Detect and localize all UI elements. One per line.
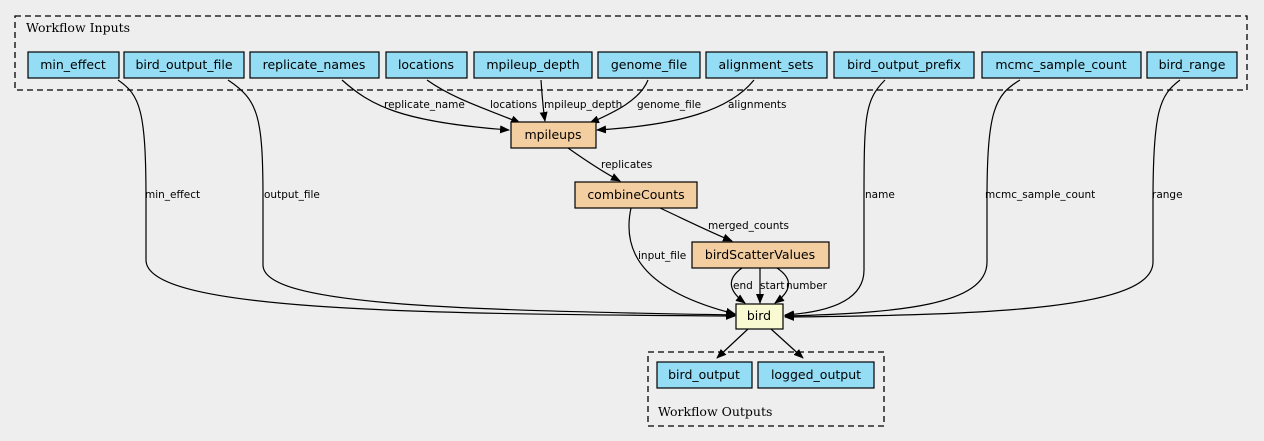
edge-mpileups-to-combinecounts [567,147,621,182]
edge-label-genome-file: genome_file [637,99,701,111]
input-node-bird-range[interactable]: bird_range [1146,51,1238,79]
step-label-bird: bird [747,308,771,323]
input-label-locations: locations [398,57,454,72]
step-label-mpileups: mpileups [524,127,581,142]
input-label-mpileup-depth: mpileup_depth [486,57,579,72]
workflow-inputs-label: Workflow Inputs [26,20,130,35]
edge-genome-file-to-mpileups [589,79,649,124]
edge-combinecounts-to-birdscattervalues [659,207,733,242]
output-node-logged-output[interactable]: logged_output [757,361,875,389]
edge-label-output-file: output_file [264,189,320,201]
edge-label-replicate-name: replicate_name [384,99,465,111]
workflow-outputs-label: Workflow Outputs [658,404,772,419]
input-label-bird-output-file: bird_output_file [135,57,232,72]
input-node-locations[interactable]: locations [385,51,468,79]
input-node-mcmc-sample-count[interactable]: mcmc_sample_count [981,51,1142,79]
input-label-mcmc-sample-count: mcmc_sample_count [995,57,1126,72]
input-node-alignment-sets[interactable]: alignment_sets [705,51,828,79]
input-node-mpileup-depth[interactable]: mpileup_depth [473,51,593,79]
edge-label-mcmc-sample-count: mcmc_sample_count [985,189,1095,201]
edge-replicate-names-to-mpileups [341,79,510,134]
input-label-genome-file: genome_file [611,57,688,72]
edges: replicate_name locations mpileup_depth g… [117,79,1183,359]
step-nodes: mpileups combineCounts birdScatterValues… [510,121,830,330]
edge-label-merged-counts: merged_counts [708,220,789,232]
input-label-replicate-names: replicate_names [263,57,366,72]
step-node-bird[interactable]: bird [735,303,784,330]
input-node-bird-output-file[interactable]: bird_output_file [123,51,245,79]
edge-bird-to-logged-output [770,328,804,359]
edge-label-replicates: replicates [601,159,652,171]
edge-min-effect-to-bird [117,79,736,320]
input-node-genome-file[interactable]: genome_file [597,51,701,79]
edge-bird-to-bird-output [716,328,749,359]
input-label-min-effect: min_effect [40,57,106,72]
edge-birdscattervalues-end-to-bird [730,267,746,304]
workflow-inputs-cluster: Workflow Inputs [14,15,1248,91]
edge-bird-output-file-to-bird [227,79,736,319]
edge-combinecounts-to-bird [628,207,736,316]
edge-label-name: name [865,189,895,201]
input-label-bird-output-prefix: bird_output_prefix [847,57,961,72]
input-nodes: min_effect bird_output_file replicate_na… [27,51,1238,79]
edge-label-start: start [760,280,784,292]
output-label-logged-output: logged_output [771,367,861,382]
input-node-bird-output-prefix[interactable]: bird_output_prefix [833,51,975,79]
edge-label-min-effect: min_effect [145,189,200,201]
edge-birdscattervalues-number-to-bird [774,267,789,304]
edge-label-mpileup-depth: mpileup_depth [544,99,622,111]
workflow-outputs-cluster: Workflow Outputs [647,351,885,427]
edge-label-number: number [786,280,828,292]
edge-label-locations: locations [490,99,537,111]
edge-bird-range-to-bird [784,79,1181,321]
input-label-alignment-sets: alignment_sets [718,57,813,72]
input-node-replicate-names[interactable]: replicate_names [249,51,380,79]
step-node-mpileups[interactable]: mpileups [510,121,597,149]
step-label-birdscattervalues: birdScatterValues [705,247,815,262]
input-node-min-effect[interactable]: min_effect [27,51,120,79]
edge-alignment-sets-to-mpileups [596,79,755,134]
step-label-combinecounts: combineCounts [587,187,684,202]
edge-label-end: end [733,280,753,292]
step-node-birdscattervalues[interactable]: birdScatterValues [691,241,830,269]
edge-mpileup-depth-to-mpileups [539,79,548,122]
edge-label-alignments: alignments [728,99,787,111]
output-node-bird-output[interactable]: bird_output [656,361,753,389]
output-label-bird-output: bird_output [668,367,740,382]
edge-label-range: range [1152,189,1183,201]
edge-bird-output-prefix-to-bird [784,79,886,319]
edge-locations-to-mpileups [426,79,521,124]
edge-label-input-file: input_file [638,250,686,262]
edge-mcmc-sample-count-to-bird [784,79,1021,320]
output-nodes: bird_output logged_output [656,361,875,389]
input-label-bird-range: bird_range [1159,57,1226,72]
step-node-combinecounts[interactable]: combineCounts [574,181,698,209]
